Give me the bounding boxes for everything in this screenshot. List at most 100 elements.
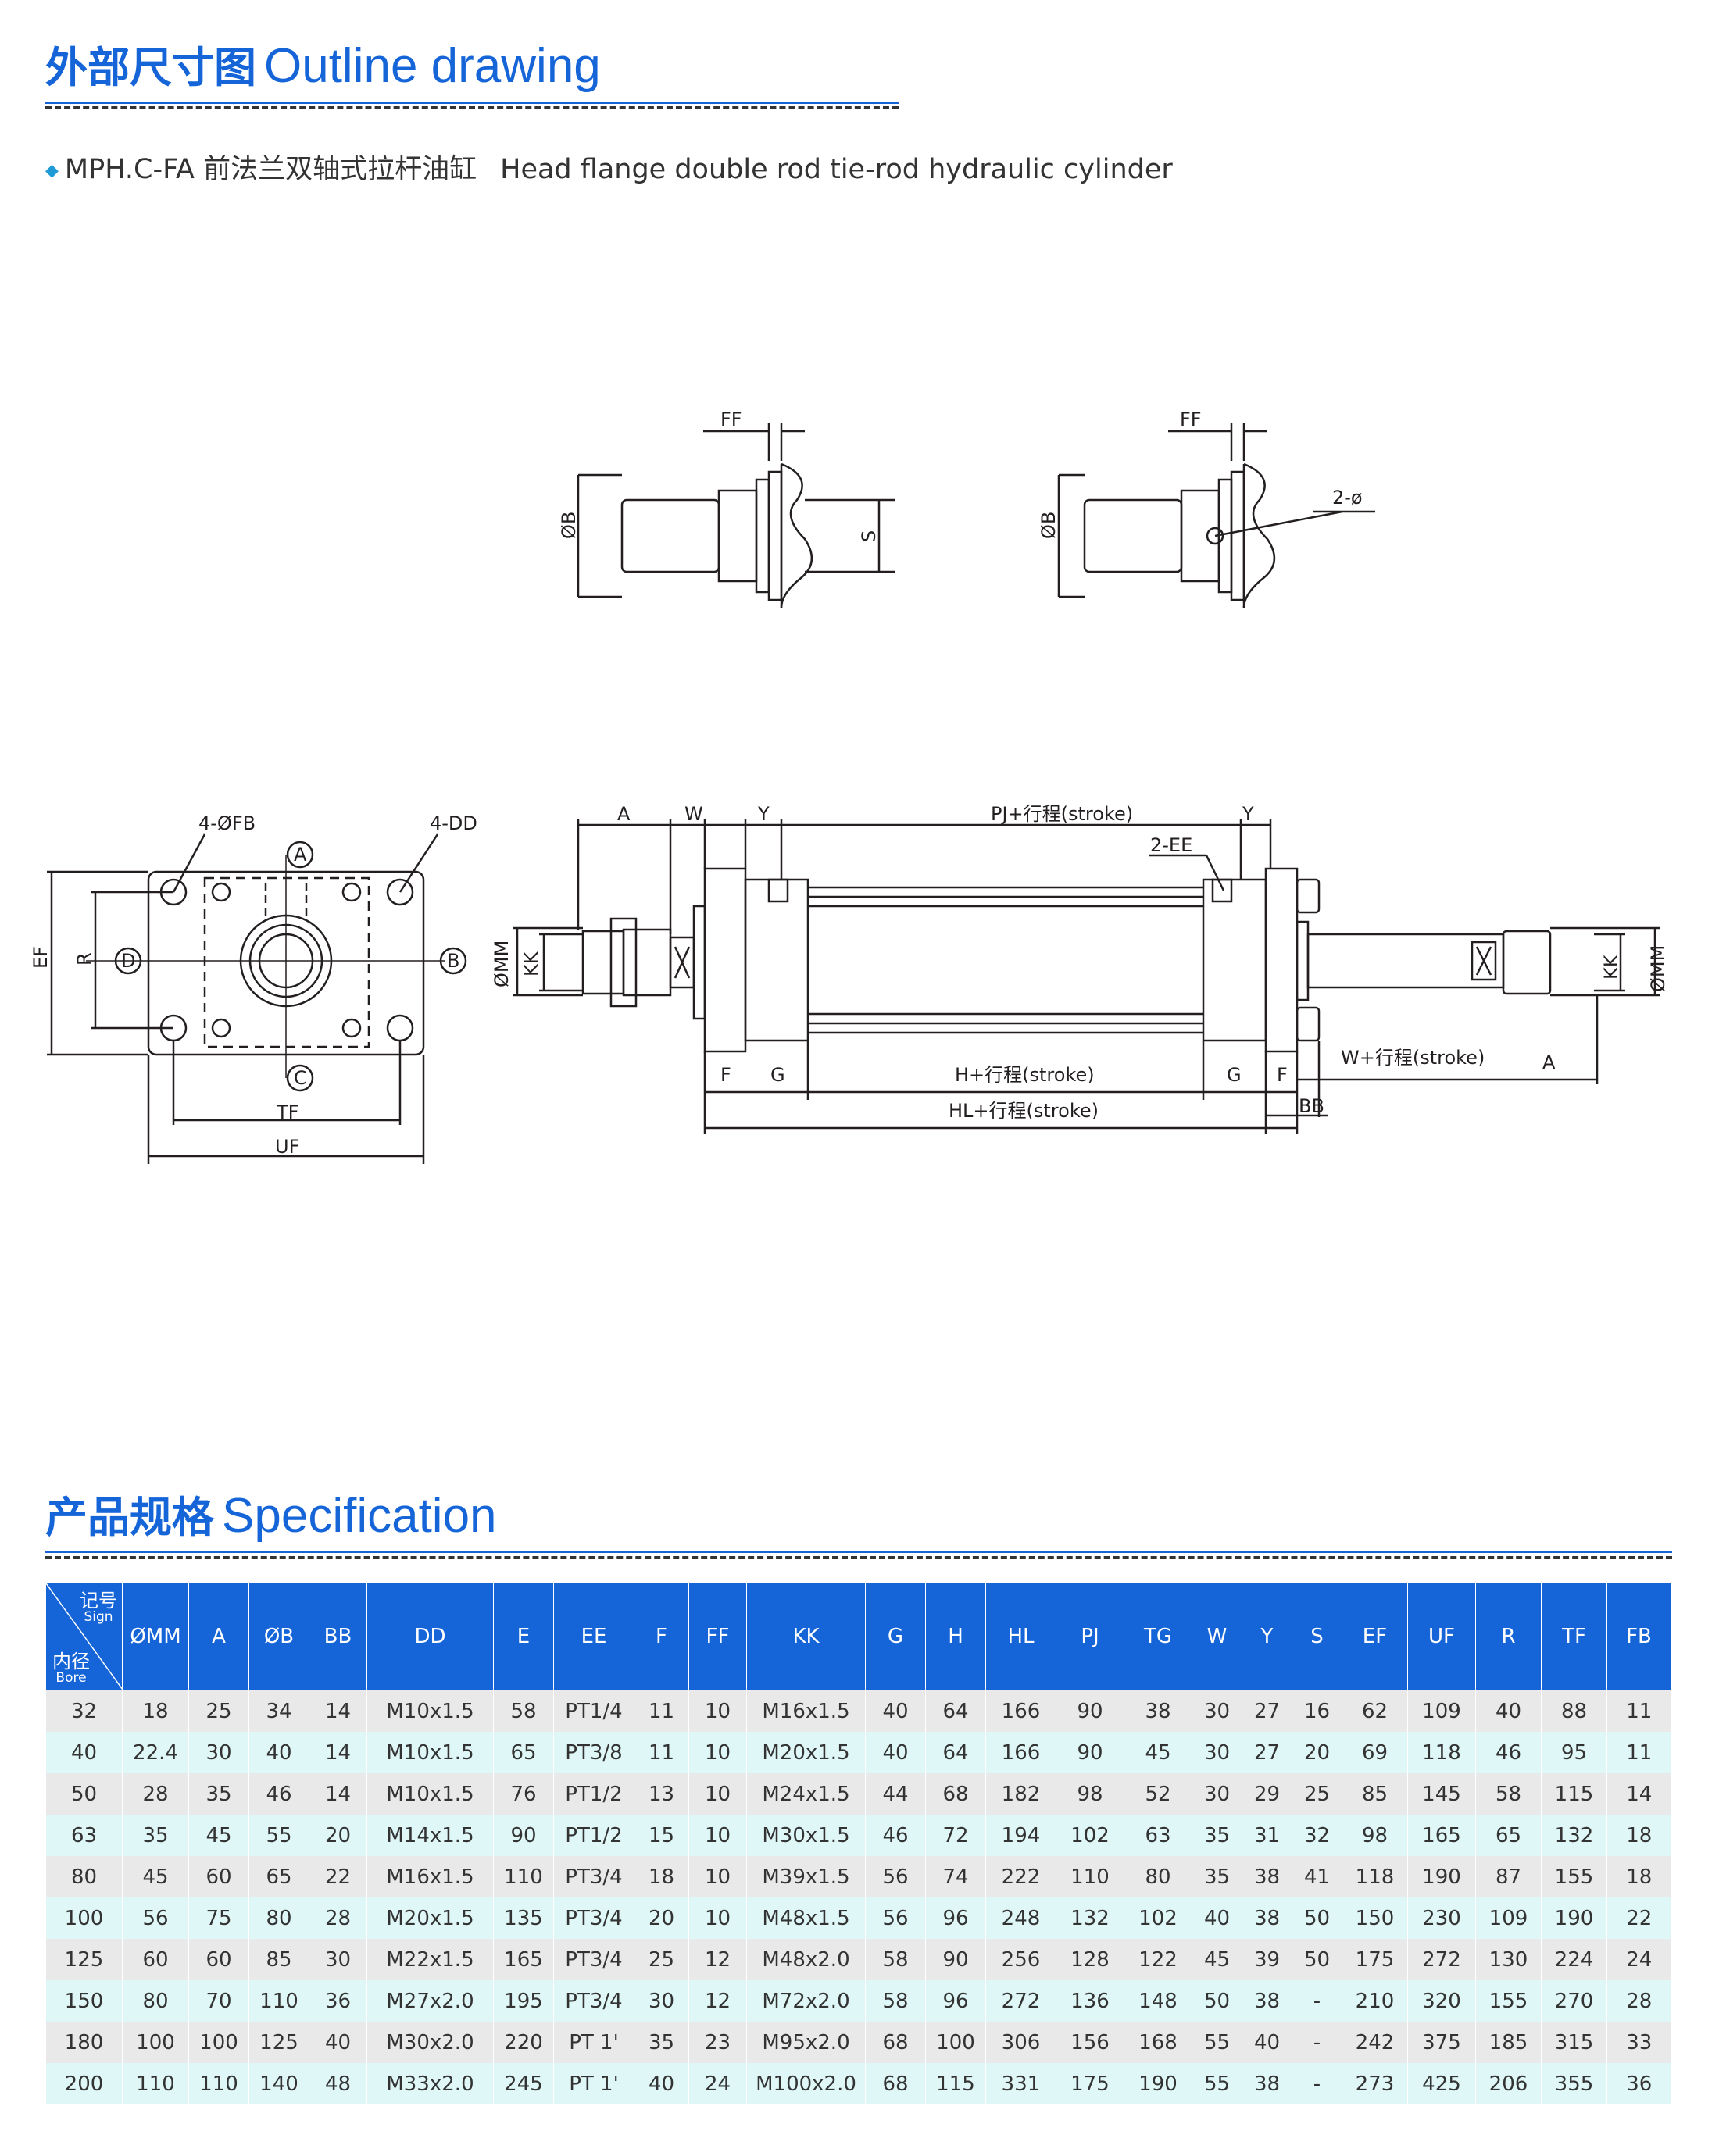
table-cell: 90 [493, 1815, 554, 1856]
column-header: EE [553, 1583, 634, 1690]
table-cell: 46 [248, 1773, 309, 1815]
table-cell: 32 [1292, 1815, 1342, 1856]
table-cell: 18 [634, 1856, 689, 1897]
table-cell: 20 [1292, 1732, 1342, 1773]
table-cell: 85 [248, 1939, 309, 1980]
bore-cell: 150 [45, 1980, 123, 2022]
table-cell: 40 [1475, 1690, 1542, 1732]
label-two-ee: 2-EE [1150, 834, 1192, 856]
table-cell: 80 [1124, 1856, 1192, 1897]
table-cell: 210 [1342, 1980, 1408, 2022]
table-cell: 10 [688, 1815, 747, 1856]
table-cell: 110 [1056, 1856, 1124, 1897]
table-cell: 100 [925, 2022, 986, 2063]
table-cell: 38 [1242, 1856, 1292, 1897]
bore-cell: 40 [45, 1732, 123, 1773]
column-header: ØMM [122, 1583, 189, 1690]
table-cell: 41 [1292, 1856, 1342, 1897]
table-cell: 60 [188, 1856, 249, 1897]
heading-dashed-line [45, 1556, 1672, 1559]
table-cell: 65 [248, 1856, 309, 1897]
table-cell: 60 [188, 1939, 249, 1980]
table-cell: 30 [188, 1732, 249, 1773]
table-cell: 224 [1541, 1939, 1607, 1980]
column-header: TG [1124, 1583, 1192, 1690]
heading-underline [45, 1551, 1672, 1553]
label-f-left: F [720, 1064, 731, 1086]
table-cell: 56 [865, 1897, 926, 1939]
table-cell: 270 [1541, 1980, 1607, 2022]
table-cell: 18 [122, 1690, 189, 1732]
column-header: W [1192, 1583, 1242, 1690]
table-cell: M30x1.5 [746, 1815, 866, 1856]
table-cell: 102 [1124, 1897, 1192, 1939]
table-cell: 122 [1124, 1939, 1192, 1980]
table-cell: PT3/4 [553, 1980, 634, 2022]
table-cell: 109 [1407, 1690, 1476, 1732]
heading-dashed-line [45, 106, 899, 109]
column-header: F [634, 1583, 689, 1690]
label-two-phi: 2-ø [1332, 487, 1363, 509]
table-cell: 14 [1606, 1773, 1671, 1815]
table-cell: 175 [1342, 1939, 1408, 1980]
table-cell: 98 [1056, 1773, 1124, 1815]
table-cell: 72 [925, 1815, 986, 1856]
table-cell: M10x1.5 [366, 1773, 494, 1815]
table-cell: 220 [493, 2022, 554, 2063]
table-cell: 28 [122, 1773, 189, 1815]
table-cell: 273 [1342, 2063, 1408, 2104]
label-c-circle: C [294, 1067, 307, 1089]
table-cell: 65 [1475, 1815, 1542, 1856]
table-cell: 182 [985, 1773, 1056, 1815]
table-cell: - [1292, 2022, 1342, 2063]
table-cell: 27 [1242, 1690, 1292, 1732]
table-cell: M14x1.5 [366, 1815, 494, 1856]
table-cell: 56 [122, 1897, 189, 1939]
table-cell: 272 [1407, 1939, 1476, 1980]
table-cell: 130 [1475, 1939, 1542, 1980]
label-ff-right: FF [1180, 409, 1202, 430]
table-cell: 40 [1192, 1897, 1242, 1939]
table-cell: 40 [309, 2022, 367, 2063]
table-cell: 242 [1342, 2022, 1408, 2063]
table-cell: - [1292, 2063, 1342, 2104]
column-header: H [925, 1583, 986, 1690]
table-cell: 24 [1606, 1939, 1671, 1980]
table-cell: 165 [1407, 1815, 1476, 1856]
column-header: TF [1541, 1583, 1607, 1690]
table-cell: 68 [925, 1773, 986, 1815]
bore-cell: 100 [45, 1897, 123, 1939]
table-cell: 11 [1606, 1732, 1671, 1773]
table-cell: 18 [1606, 1856, 1671, 1897]
label-dim-a-right: A [1542, 1051, 1556, 1073]
table-cell: 20 [634, 1897, 689, 1939]
heading-cn: 外部尺寸图 [45, 43, 256, 92]
table-cell: 65 [493, 1732, 554, 1773]
table-cell: M20x1.5 [366, 1897, 494, 1939]
table-cell: PT3/4 [553, 1939, 634, 1980]
table-cell: M24x1.5 [746, 1773, 866, 1815]
table-cell: 45 [1192, 1939, 1242, 1980]
table-cell: 48 [309, 2063, 367, 2104]
table-cell: 190 [1541, 1897, 1607, 1939]
table-cell: PT1/4 [553, 1690, 634, 1732]
table-cell: 135 [493, 1897, 554, 1939]
table-cell: 24 [688, 2063, 747, 2104]
table-cell: 109 [1475, 1897, 1542, 1939]
table-cell: 22 [1606, 1897, 1671, 1939]
table-cell: 96 [925, 1897, 986, 1939]
table-cell: 28 [309, 1897, 367, 1939]
column-header: S [1292, 1583, 1342, 1690]
column-header: A [188, 1583, 249, 1690]
table-cell: 206 [1475, 2063, 1542, 2104]
table-cell: 230 [1407, 1897, 1476, 1939]
